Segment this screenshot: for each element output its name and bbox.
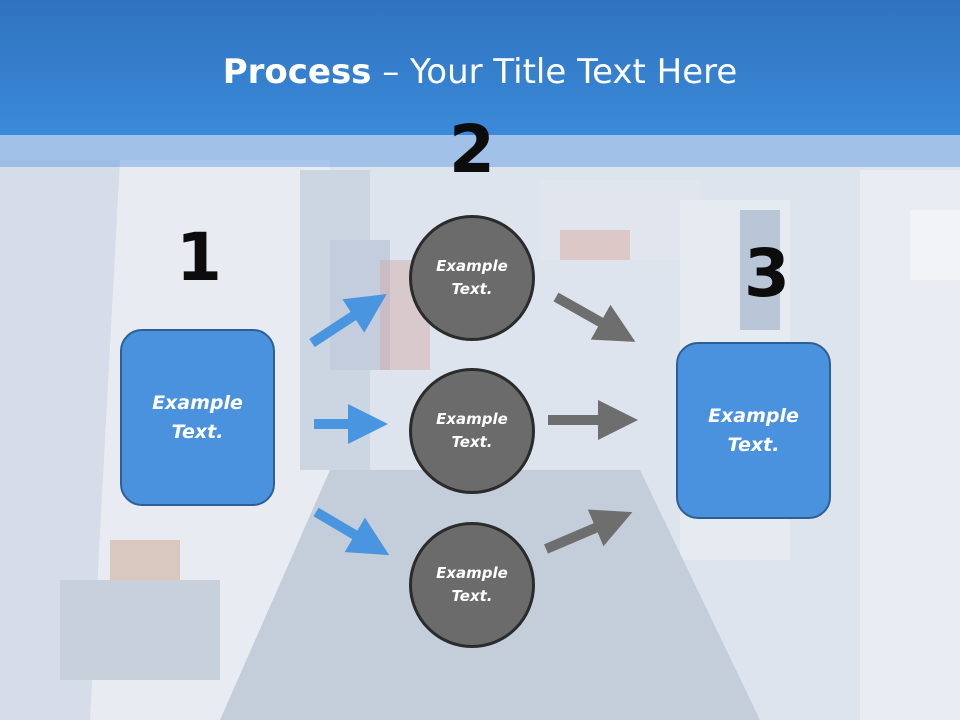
title-bold: Process xyxy=(222,52,372,92)
step-3-text: Example Text. xyxy=(708,404,799,456)
title-rest: – Your Title Text Here xyxy=(371,52,738,92)
step-2-circle-middle: Example Text. xyxy=(409,368,535,494)
circle-text: Example Text. xyxy=(436,410,508,451)
step-number-1: 1 xyxy=(176,219,222,296)
circle-text: Example Text. xyxy=(436,257,508,298)
circle-text: Example Text. xyxy=(436,564,508,605)
arrow-gray-down xyxy=(553,292,636,342)
arrow-blue-down xyxy=(313,507,390,556)
slide-title: Process – Your Title Text Here xyxy=(0,52,960,92)
arrow-gray-up xyxy=(544,509,633,554)
title-band xyxy=(0,135,960,167)
step-1-text: Example Text. xyxy=(152,391,243,443)
step-2-circle-top: Example Text. xyxy=(409,215,535,341)
step-3-box: Example Text. xyxy=(676,342,831,519)
step-number-3: 3 xyxy=(744,235,790,312)
arrow-blue-up xyxy=(309,294,387,348)
step-number-2: 2 xyxy=(449,111,495,188)
step-2-circle-bottom: Example Text. xyxy=(409,522,535,648)
title-bar xyxy=(0,0,960,135)
step-1-box: Example Text. xyxy=(120,329,275,506)
